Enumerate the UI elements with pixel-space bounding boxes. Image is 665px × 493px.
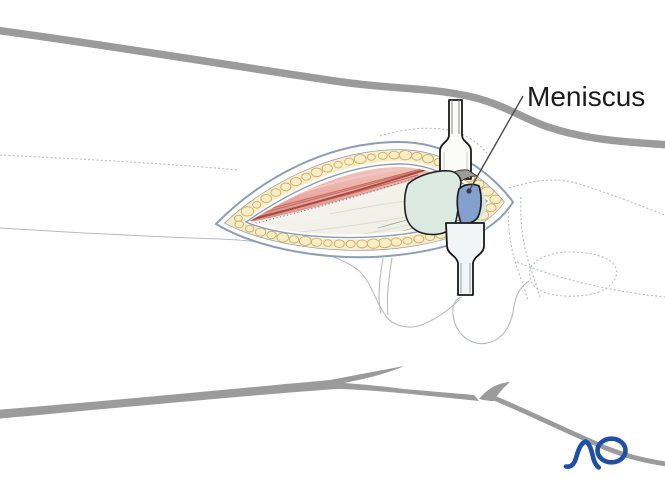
fat-lobule — [323, 239, 333, 247]
fat-lobule — [252, 201, 262, 209]
fat-lobule — [356, 239, 368, 249]
fat-lobule — [411, 151, 423, 161]
meniscus-leader-line — [468, 95, 524, 192]
skin-tension-line-lower — [0, 227, 461, 328]
fat-lobule — [310, 167, 323, 178]
ao-logo — [563, 436, 628, 470]
fat-lobule — [366, 153, 376, 161]
fat-lobule — [413, 234, 425, 244]
background-contours — [0, 127, 665, 344]
fat-lobule — [276, 232, 290, 243]
shin-silhouette-line — [491, 395, 665, 467]
fat-lobule — [388, 150, 400, 160]
patellar-tendon-line-left — [378, 257, 384, 315]
fat-lobule — [301, 172, 312, 181]
ao-logo-a — [563, 439, 602, 470]
fat-lobule — [485, 203, 497, 213]
fat-lobule — [234, 220, 244, 229]
deep-fascia-line — [244, 163, 489, 239]
calf-silhouette-line — [0, 366, 479, 419]
fat-lobule — [345, 239, 356, 248]
fat-lobule — [398, 149, 413, 161]
fat-lobule — [310, 237, 323, 247]
fat-lobule — [266, 230, 277, 240]
fat-lobule — [321, 163, 333, 173]
lateral-tendon-line-a — [507, 198, 529, 301]
fat-lobule — [244, 224, 255, 233]
popliteal-spur-line — [479, 382, 510, 401]
fat-lobule — [254, 227, 267, 237]
fat-lobule — [260, 193, 272, 204]
fat-lobule — [333, 239, 345, 248]
fat-lobule — [353, 154, 367, 165]
ao-logo-o — [595, 436, 628, 465]
meniscus-label: Meniscus — [527, 81, 645, 112]
femur-contour — [508, 179, 665, 216]
fat-lobule — [344, 157, 354, 166]
tibia-contour — [516, 261, 665, 298]
retractor-lower-shaft-lines — [460, 263, 471, 293]
meniscus-pointer-dot — [466, 188, 472, 194]
thigh-silhouette-line — [0, 26, 665, 149]
fat-lobule — [289, 176, 302, 187]
lateral-tendon-line-b — [520, 196, 541, 298]
fat-lobule — [240, 206, 255, 217]
retractor-upper — [439, 99, 472, 180]
fat-lobule — [489, 194, 502, 205]
fat-lobule — [422, 154, 434, 164]
fat-lobule — [377, 151, 388, 160]
fat-lobule — [390, 237, 403, 247]
fat-lobule — [366, 238, 381, 249]
fat-lobule — [280, 182, 292, 192]
skin-tension-line-upper — [0, 154, 239, 171]
fat-lobule — [402, 236, 413, 245]
fat-lobule — [298, 236, 312, 246]
retractor-upper-shaft-lines — [451, 100, 460, 134]
fat-lobule — [378, 237, 392, 249]
patellar-tendon-line-right — [386, 257, 393, 316]
fat-lobule — [270, 188, 282, 197]
fat-lobule — [333, 161, 343, 169]
tibial-plateau-contour — [452, 280, 530, 344]
fat-lobule — [288, 235, 300, 244]
fibular-head-contour — [529, 251, 618, 297]
retractor-lower — [445, 222, 485, 296]
